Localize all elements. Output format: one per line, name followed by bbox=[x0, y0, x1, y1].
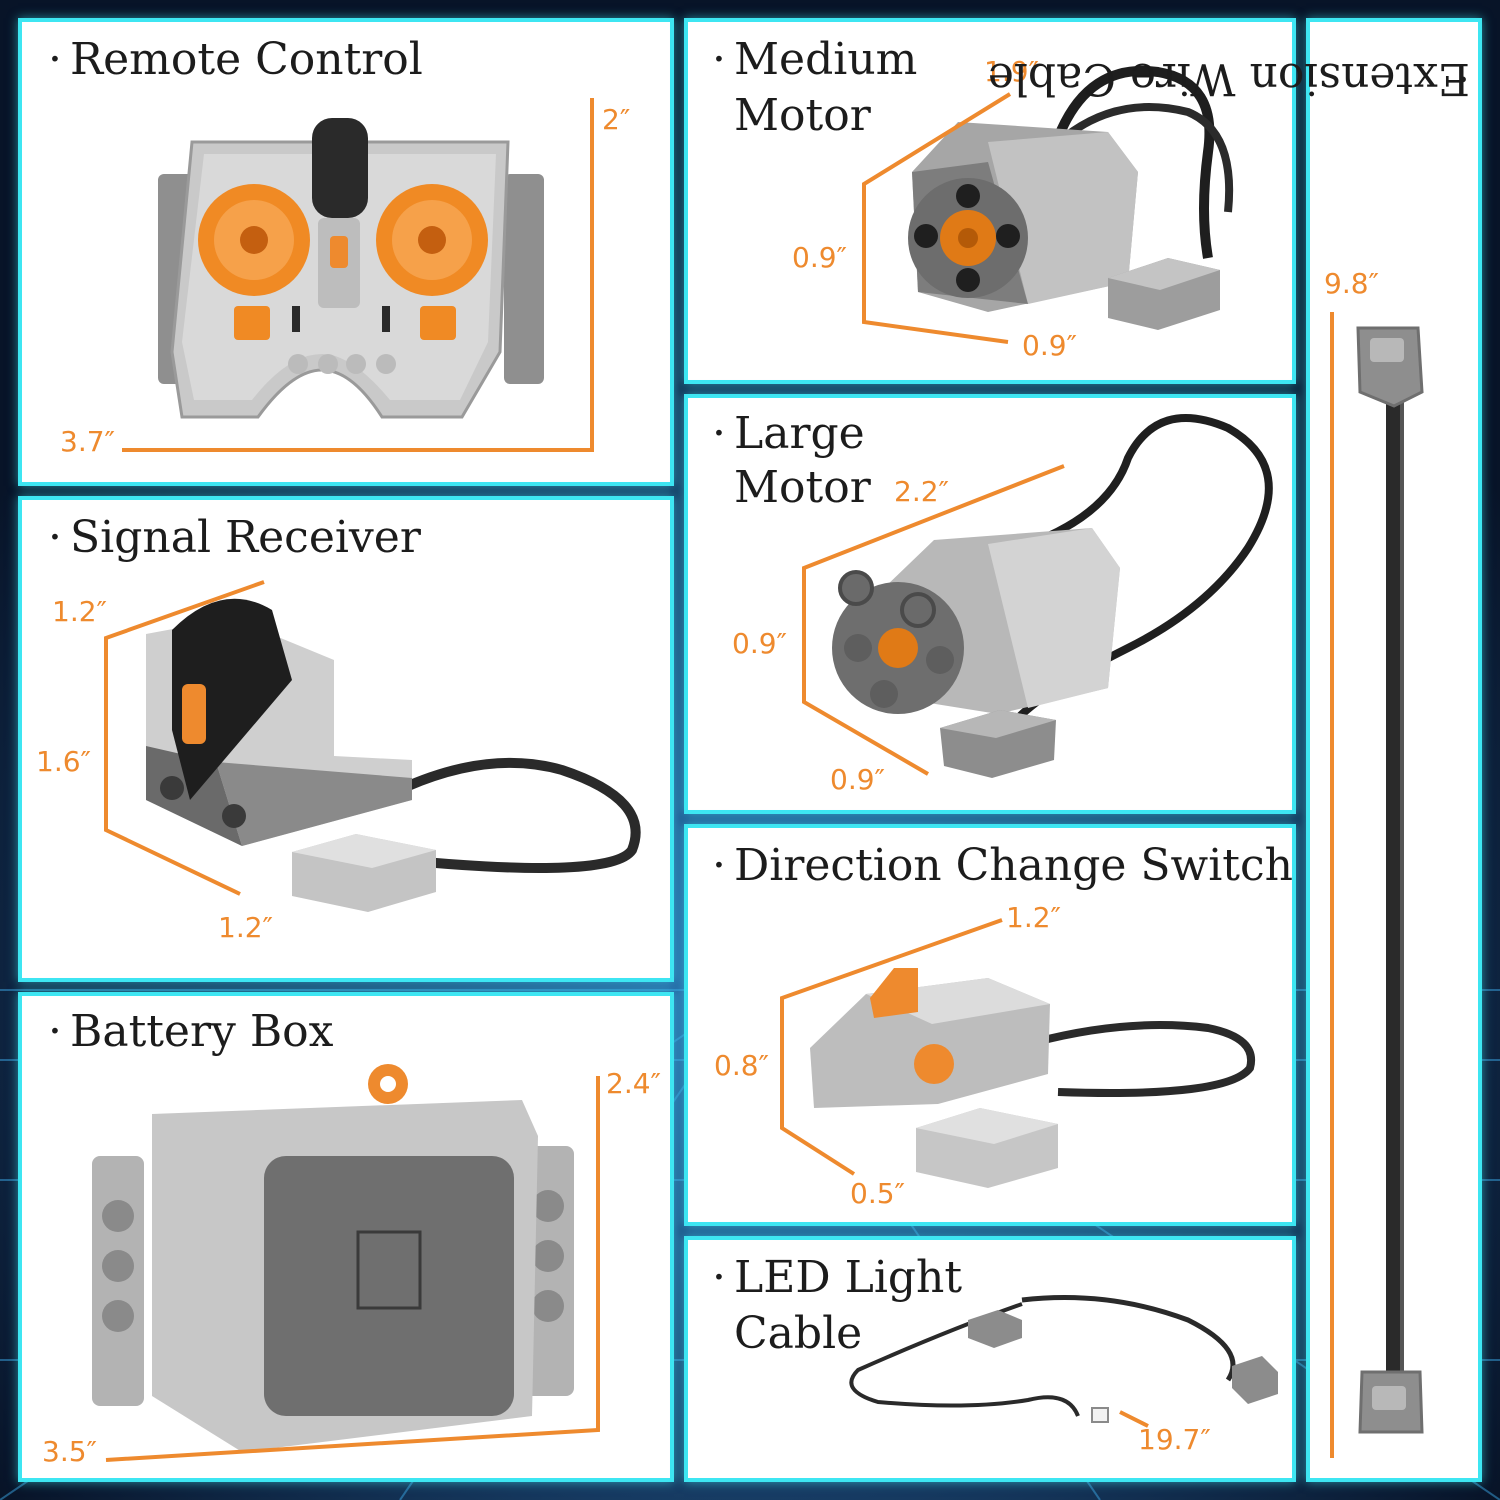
direction-switch-length-label: 1.2″ bbox=[1006, 901, 1061, 934]
medium-motor-height-label: 0.9″ bbox=[792, 241, 847, 274]
medium-motor-length-label: 1.9″ bbox=[984, 55, 1039, 88]
battery-box-width-label: 3.5″ bbox=[42, 1435, 97, 1468]
remote-control-title: ·Remote Control bbox=[48, 34, 423, 85]
direction-switch-title: ·Direction Change Switch bbox=[712, 840, 1293, 891]
extension-cable-length-label: 9.8″ bbox=[1324, 267, 1379, 300]
signal-receiver-illustration bbox=[104, 580, 641, 912]
direction-switch-height-label: 0.8″ bbox=[714, 1049, 769, 1082]
panel-direction-switch: ·Direction Change Switch 1.2″ 0.8″ 0.5″ bbox=[684, 824, 1296, 1226]
panel-extension-cable: 9.8″ bbox=[1306, 18, 1482, 1482]
panel-led-cable: ·LED Light Cable 19.7″ bbox=[684, 1236, 1296, 1482]
medium-motor-width-label: 0.9″ bbox=[1022, 329, 1077, 362]
signal-receiver-width-label: 1.2″ bbox=[218, 911, 273, 944]
large-motor-title: ·Large bbox=[712, 408, 865, 459]
signal-receiver-length-label: 1.2″ bbox=[52, 595, 107, 628]
battery-box-illustration bbox=[92, 1064, 600, 1462]
large-motor-title-line2: Motor bbox=[734, 462, 871, 513]
panel-large-motor: ·Large Motor 2.2″ 0.9″ 0.9″ bbox=[684, 394, 1296, 814]
panel-medium-motor: ·Medium Motor 1.9″ 0.9″ 0.9″ bbox=[684, 18, 1296, 384]
led-cable-illustration bbox=[849, 1295, 1278, 1428]
medium-motor-title: ·Medium bbox=[712, 34, 918, 85]
signal-receiver-height-label: 1.6″ bbox=[36, 745, 91, 778]
remote-control-illustration bbox=[122, 98, 594, 452]
led-cable-length-label: 19.7″ bbox=[1138, 1423, 1211, 1456]
large-motor-length-label: 2.2″ bbox=[894, 475, 949, 508]
signal-receiver-title: ·Signal Receiver bbox=[48, 512, 421, 563]
panel-battery-box: ·Battery Box 2.4″ 3.5″ bbox=[18, 992, 674, 1482]
led-cable-title: ·LED Light bbox=[712, 1252, 963, 1303]
direction-switch-width-label: 0.5″ bbox=[850, 1177, 905, 1210]
large-motor-width-label: 0.9″ bbox=[830, 763, 885, 796]
large-motor-height-label: 0.9″ bbox=[732, 627, 787, 660]
medium-motor-title-line2: Motor bbox=[734, 90, 871, 141]
battery-box-title: ·Battery Box bbox=[48, 1006, 334, 1057]
remote-control-width-label: 3.7″ bbox=[60, 425, 115, 458]
battery-box-height-label: 2.4″ bbox=[606, 1067, 661, 1100]
direction-switch-illustration bbox=[780, 918, 1256, 1188]
panel-remote-control: ·Remote Control 3.7″ 2″ bbox=[18, 18, 674, 486]
extension-cable-title: ·Extension Wire Cable bbox=[987, 53, 1470, 104]
led-cable-title-line2: Cable bbox=[734, 1308, 863, 1359]
medium-motor-illustration bbox=[862, 65, 1234, 344]
panel-signal-receiver: ·Signal Receiver 1.2″ 1.6″ 1.2″ bbox=[18, 496, 674, 982]
extension-cable-illustration bbox=[1330, 312, 1424, 1458]
large-motor-illustration bbox=[802, 414, 1273, 778]
remote-control-height-label: 2″ bbox=[602, 103, 631, 136]
